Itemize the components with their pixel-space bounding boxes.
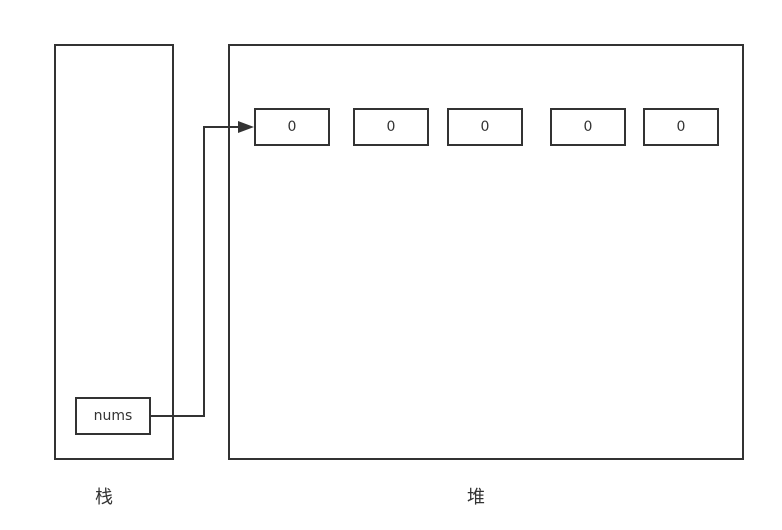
heap-array-cell-4: 0	[643, 108, 719, 146]
heap-label: 堆	[467, 487, 485, 508]
heap-array-cell-2: 0	[447, 108, 523, 146]
heap-array-cell-0: 0	[254, 108, 330, 146]
stack-variable-nums: nums	[75, 397, 151, 435]
heap-panel	[228, 44, 744, 460]
heap-array-cell-3: 0	[550, 108, 626, 146]
heap-array-cell-1: 0	[353, 108, 429, 146]
stack-label: 栈	[95, 487, 113, 508]
